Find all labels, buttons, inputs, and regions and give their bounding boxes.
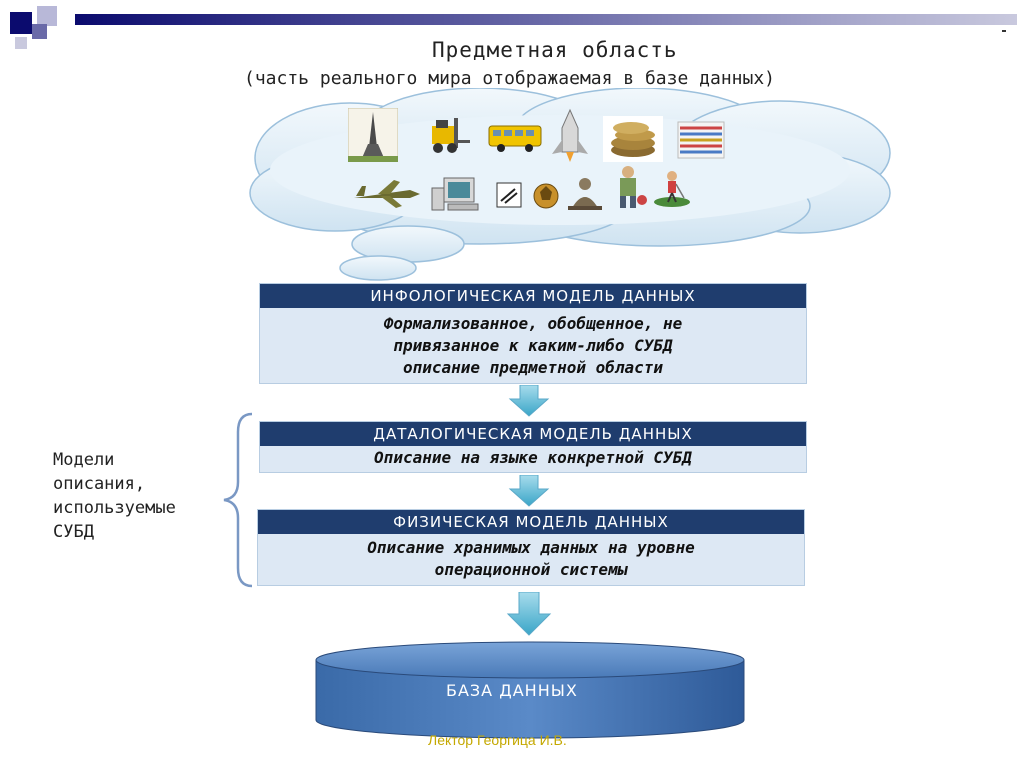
infological-model-box: ИНФОЛОГИЧЕСКАЯ МОДЕЛЬ ДАННЫХ Формализова…	[259, 283, 807, 384]
datalogical-model-box: ДАТАЛОГИЧЕСКАЯ МОДЕЛЬ ДАННЫХ Описание на…	[259, 421, 807, 473]
infological-model-heading: ИНФОЛОГИЧЕСКАЯ МОДЕЛЬ ДАННЫХ	[260, 284, 806, 308]
description-line: Описание хранимых данных на уровне	[367, 538, 695, 557]
worker-icon	[608, 164, 648, 214]
side-label-line: используемые	[53, 498, 176, 518]
description-line: Описание на языке конкретной СУБД	[374, 448, 692, 467]
corner-dash	[1002, 30, 1006, 32]
header-square-light	[37, 6, 57, 26]
eiffel-tower-icon	[347, 107, 399, 166]
computer-icon	[430, 176, 486, 216]
database-cylinder	[315, 641, 745, 739]
side-label-line: описания,	[53, 474, 146, 494]
datalogical-model-description: Описание на языке конкретной СУБД	[260, 446, 806, 469]
description-line: привязанное к каким-либо СУБД	[393, 336, 673, 355]
header-square-small	[15, 37, 27, 49]
database-label: БАЗА ДАННЫХ	[446, 681, 578, 700]
curly-brace-icon	[223, 412, 253, 588]
coins-icon	[603, 116, 663, 166]
footer-lecturer: Лектор Георгица И.В.	[428, 732, 567, 748]
datalogical-model-heading: ДАТАЛОГИЧЕСКАЯ МОДЕЛЬ ДАННЫХ	[260, 422, 806, 446]
space-shuttle-icon	[548, 108, 592, 168]
description-line: описание предметной области	[402, 358, 664, 377]
header-gradient-bar	[75, 14, 1017, 25]
airplane-icon	[350, 178, 424, 214]
physical-model-box: ФИЗИЧЕСКАЯ МОДЕЛЬ ДАННЫХ Описание храним…	[257, 509, 805, 586]
arrow-down-icon	[508, 385, 550, 417]
buddha-statue-icon	[566, 176, 604, 214]
golfer-icon	[652, 168, 692, 212]
arrow-down-icon	[506, 592, 552, 636]
side-label-line: СУБД	[53, 522, 94, 542]
description-line: Формализованное, обобщенное, не	[383, 314, 683, 333]
school-bus-icon	[487, 122, 543, 158]
forklift-icon	[426, 116, 474, 160]
diagram-subtitle: (часть реального мира отображаемая в баз…	[244, 68, 776, 89]
description-line: операционной системы	[434, 560, 628, 579]
arrow-down-icon	[508, 475, 550, 507]
header-square-mid	[32, 24, 47, 39]
ball-icon	[532, 182, 560, 214]
tool-sign-icon	[496, 182, 522, 212]
diagram-title: Предметная область	[432, 38, 678, 62]
physical-model-heading: ФИЗИЧЕСКАЯ МОДЕЛЬ ДАННЫХ	[258, 510, 804, 534]
physical-model-description: Описание хранимых данных на уровне опера…	[258, 534, 804, 581]
side-label-line: Модели	[53, 450, 115, 470]
header-square-dark	[10, 12, 32, 34]
paper-stack-icon	[676, 118, 728, 166]
infological-model-description: Формализованное, обобщенное, не привязан…	[260, 308, 806, 379]
side-label: Модели описания, используемые СУБД	[53, 448, 176, 544]
